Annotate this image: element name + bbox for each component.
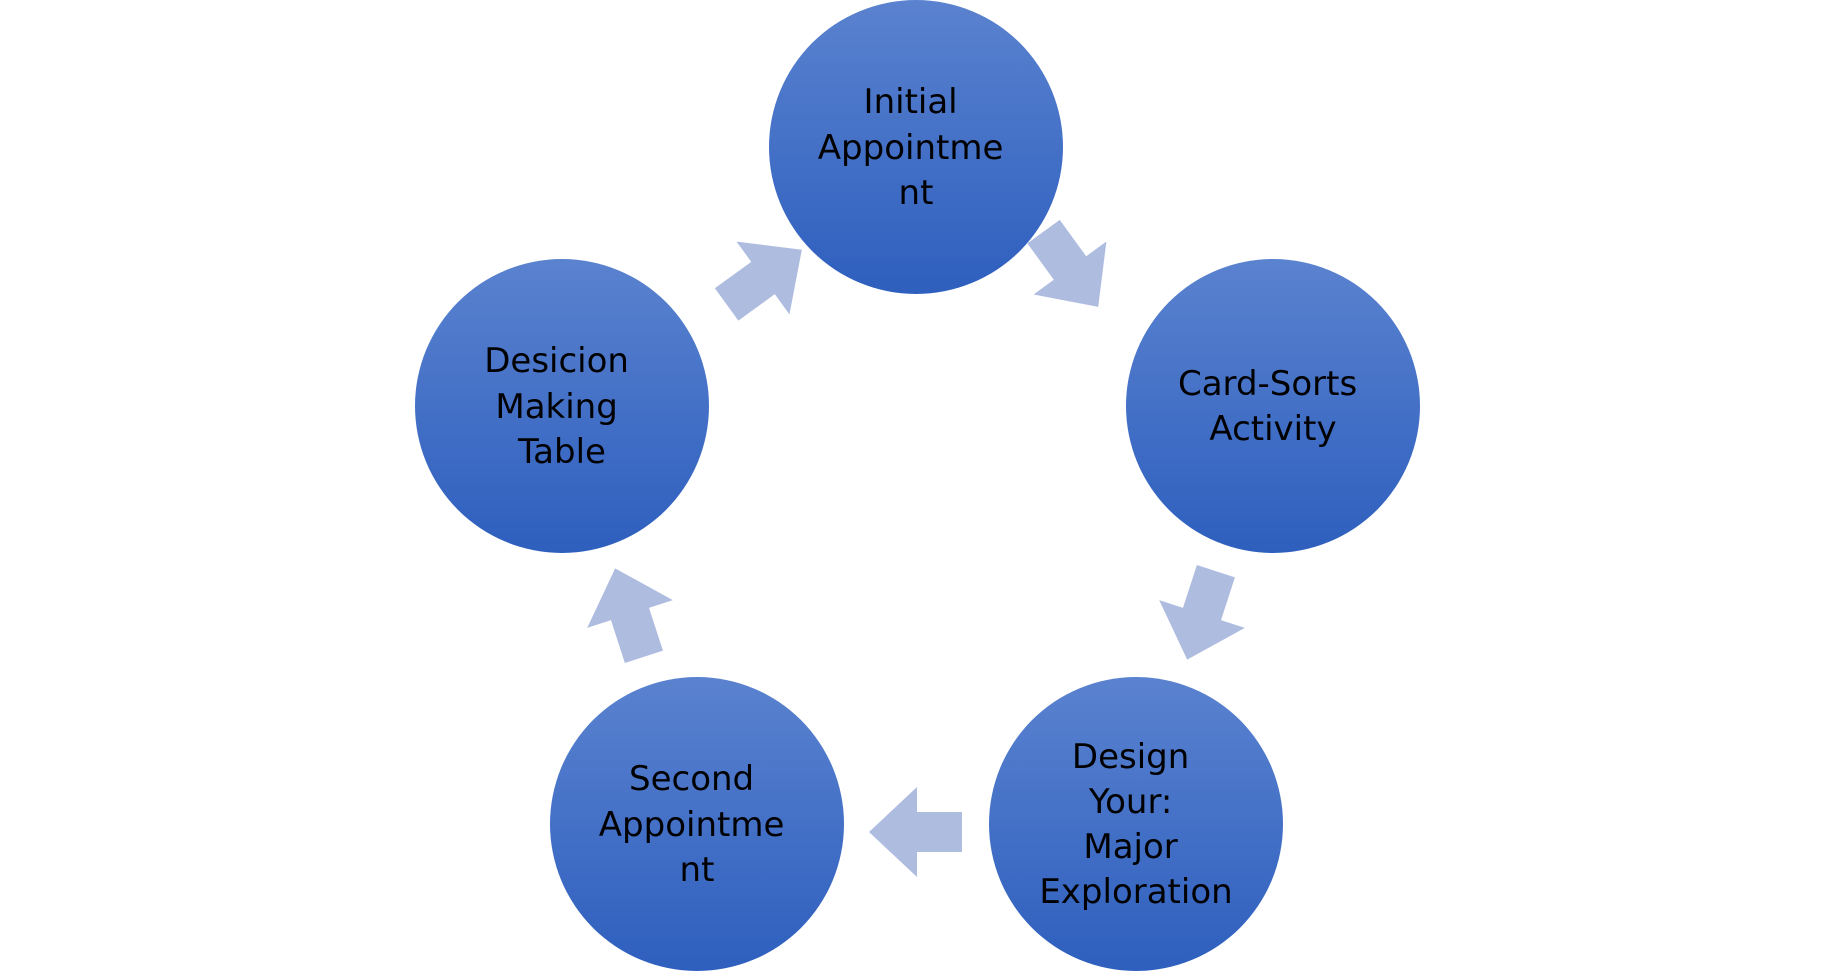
node-label-line: Appointme [818,128,1004,168]
node-circle [769,0,1063,294]
node-label-line: Initial [864,82,958,122]
node-label: Desicion Making Table [484,341,640,472]
node-label-line: Major [1083,827,1177,867]
node-desicion-making-table: Desicion Making Table [415,259,709,553]
node-label-line: Desicion [484,341,629,381]
node-label-line: Activity [1209,409,1336,449]
node-label-line: nt [680,850,715,890]
node-circle [989,677,1283,971]
node-circle [550,677,844,971]
node-label: Second Appointme nt [599,759,795,890]
arrow-desicion-to-initial [714,241,802,321]
arrow-second-to-desicion [587,568,673,663]
node-label-line: nt [899,173,934,213]
node-label-line: Card-Sorts [1178,364,1357,404]
node-label-line: Second [629,759,754,799]
node-label-line: Exploration [1039,872,1232,912]
node-initial-appointment: Initial Appointme nt [769,0,1063,294]
node-card-sorts-activity: Card-Sorts Activity [1126,259,1420,553]
node-label: Card-Sorts Activity [1178,364,1368,449]
node-circle [1126,259,1420,553]
node-circle [415,259,709,553]
node-label-line: Making [495,387,617,427]
node-label-line: Design [1072,737,1189,777]
arrow-design-to-second [869,787,962,877]
arrow-card-sorts-to-design [1159,565,1245,660]
node-second-appointment: Second Appointme nt [550,677,844,971]
node-design-your-major-exploration: Design Your: Major Exploration [989,677,1283,971]
node-label-line: Table [517,432,606,472]
node-label: Design Your: Major Exploration [1039,737,1232,912]
node-label: Initial Appointme nt [818,82,1014,213]
node-label-line: Your: [1088,782,1172,822]
node-label-line: Appointme [599,805,785,845]
arrow-initial-to-card-sorts [1027,219,1107,307]
arrows-group [587,219,1245,877]
